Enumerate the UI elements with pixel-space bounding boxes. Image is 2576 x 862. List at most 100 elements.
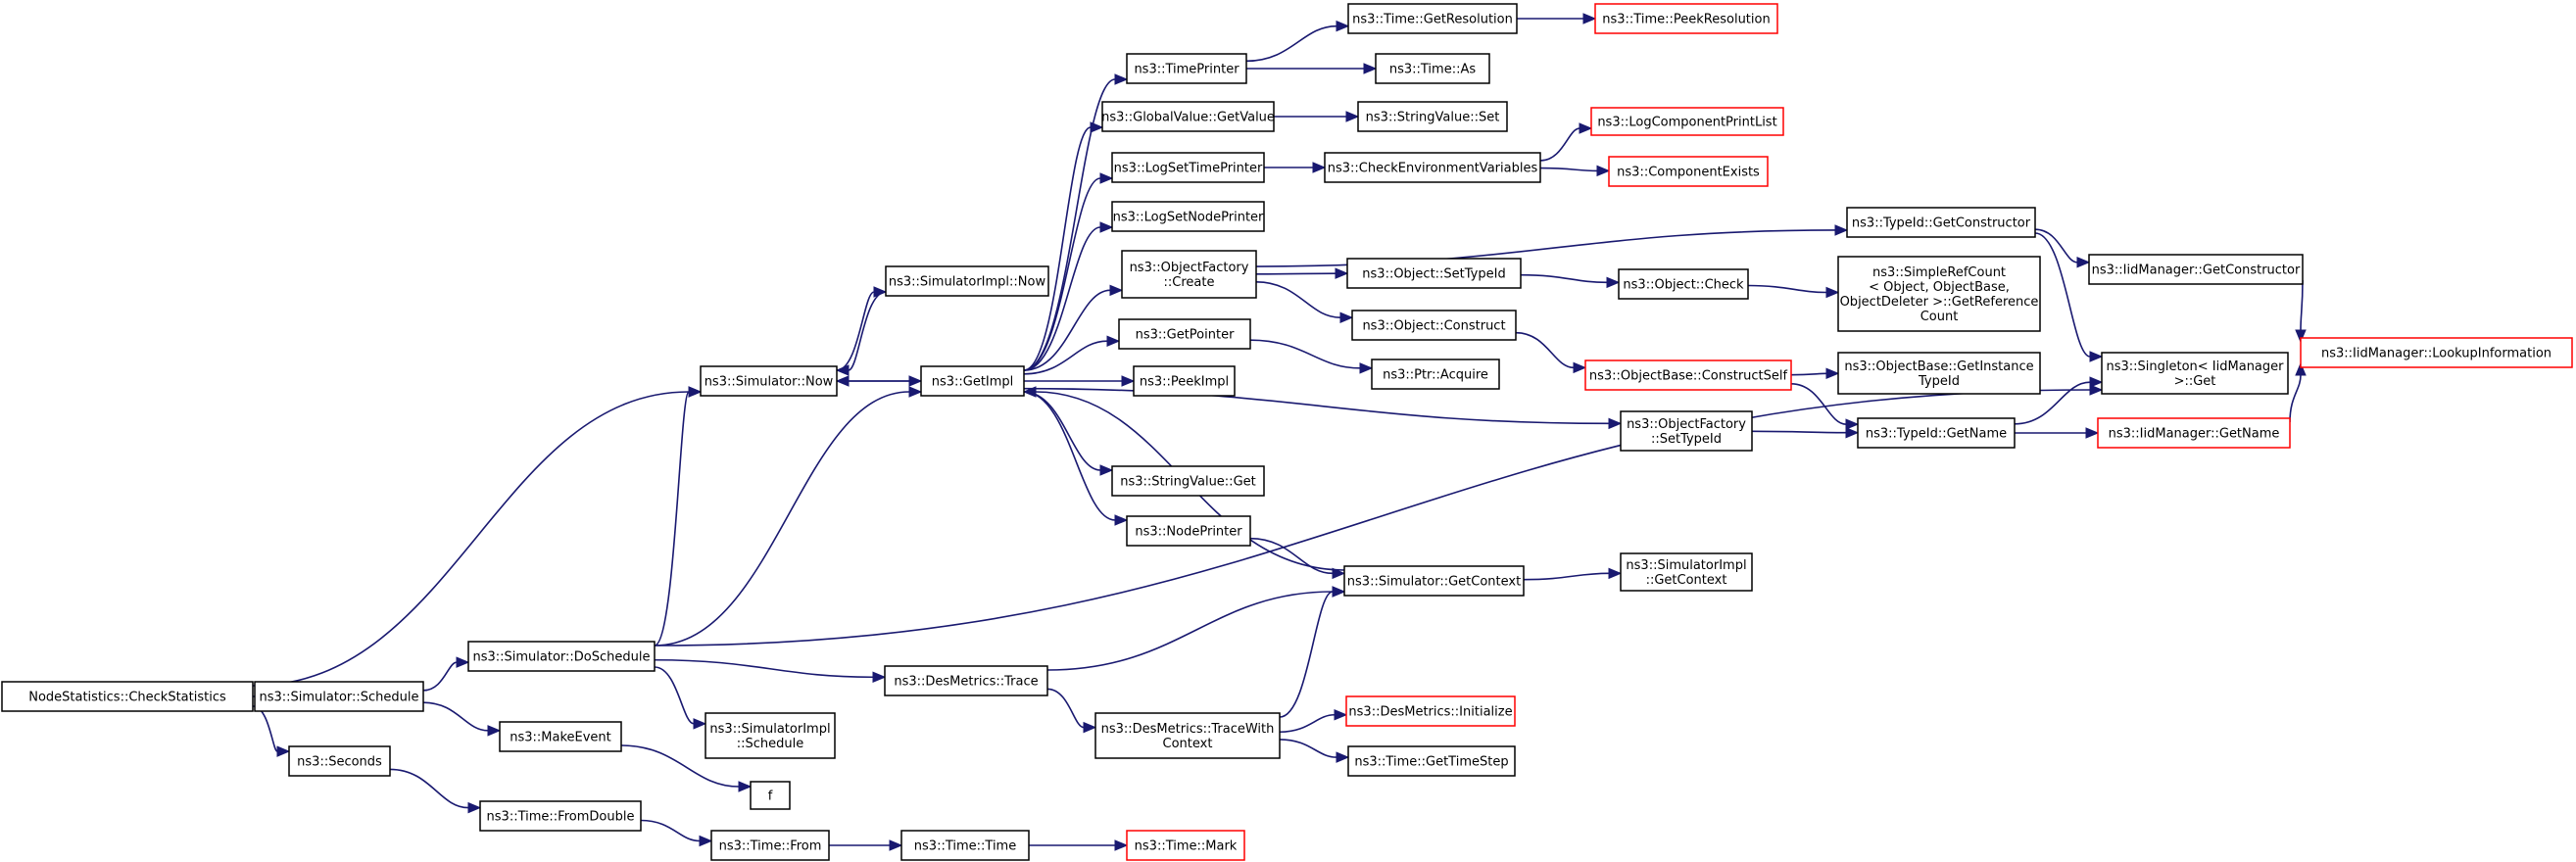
edge-doschedule-to-getimpl: [654, 391, 910, 646]
node-label: ns3::ObjectBase::GetInstance: [1844, 359, 2033, 374]
node-sim_getcontext[interactable]: ns3::Simulator::GetContext: [1343, 565, 1525, 597]
node-label: ns3::NodePrinter: [1135, 525, 1242, 540]
node-getpointer[interactable]: ns3::GetPointer: [1118, 318, 1251, 350]
node-iidmanager_getname[interactable]: ns3::IidManager::GetName: [2097, 417, 2291, 449]
node-getimpl[interactable]: ns3::GetImpl: [920, 365, 1025, 397]
node-simimpl_schedule[interactable]: ns3::SimulatorImpl::Schedule: [705, 712, 836, 759]
edge-fromdouble-to-time_from: [640, 819, 701, 842]
node-label: ns3::Object::SetTypeId: [1362, 267, 1505, 282]
node-iidmanager_getconstructor[interactable]: ns3::IidManager::GetConstructor: [2088, 254, 2304, 285]
node-box: [710, 830, 830, 861]
node-box: [1126, 53, 1247, 84]
node-label: NodeStatistics::CheckStatistics: [28, 691, 226, 705]
node-fromdouble[interactable]: ns3::Time::FromDouble: [479, 800, 642, 832]
edge-getimpl-to-of_settypeid: [1023, 387, 1610, 425]
node-logsettimeprinter[interactable]: ns3::LogSetTimePrinter: [1111, 152, 1265, 183]
node-label: ns3::Object::Check: [1623, 278, 1744, 293]
edge-arrowhead: [1022, 386, 1037, 398]
node-box: [885, 265, 1049, 297]
node-time_time[interactable]: ns3::Time::Time: [900, 830, 1030, 861]
node-logsetnodeprinter[interactable]: ns3::LogSetNodePrinter: [1111, 201, 1265, 232]
edge-arrowhead: [889, 839, 903, 851]
node-time_getresolution[interactable]: ns3::Time::GetResolution: [1347, 3, 1518, 34]
node-iidmanager_lookupinformation[interactable]: ns3::IidManager::LookupInformation: [2300, 337, 2573, 368]
node-peekimpl[interactable]: ns3::PeekImpl: [1133, 365, 1236, 397]
edge-arrowhead: [1336, 751, 1350, 763]
node-box: [1126, 830, 1245, 861]
edge-schedule-to-makeevent: [422, 701, 489, 732]
node-object_check[interactable]: ns3::Object::Check: [1618, 268, 1749, 300]
edge-arrowhead: [1099, 221, 1114, 233]
node-makeevent[interactable]: ns3::MakeEvent: [499, 721, 622, 752]
node-componentexists[interactable]: ns3::ComponentExists: [1608, 156, 1769, 187]
edge-arrowhead: [1332, 567, 1346, 580]
node-label: TypeId: [1918, 374, 1960, 389]
node-label: ns3::GlobalValue::GetValue: [1101, 111, 1275, 125]
node-box: [2300, 337, 2573, 368]
node-stringvalue_get[interactable]: ns3::StringValue::Get: [1111, 465, 1265, 497]
node-singleton_get[interactable]: ns3::Singleton< IidManager>::Get: [2101, 352, 2289, 395]
node-timeprinter[interactable]: ns3::TimePrinter: [1126, 53, 1247, 84]
node-stringvalue_set[interactable]: ns3::StringValue::Set: [1357, 101, 1508, 132]
edge-arrowhead: [1334, 709, 1348, 721]
edge-arrowhead: [1834, 224, 1849, 236]
node-seconds[interactable]: ns3::Seconds: [288, 745, 391, 777]
node-object_settypeid[interactable]: ns3::Object::SetTypeId: [1346, 258, 1522, 289]
node-typeid_getconstructor[interactable]: ns3::TypeId::GetConstructor: [1846, 207, 2036, 238]
node-label: >::Get: [2174, 374, 2216, 389]
edge-of_create-to-typeid_getconstructor: [1255, 229, 1836, 267]
node-box: [700, 365, 838, 397]
node-schedule[interactable]: ns3::Simulator::Schedule: [254, 681, 424, 712]
edge-arrowhead: [835, 375, 850, 387]
node-label: ns3::Time::GetResolution: [1352, 13, 1513, 27]
edge-arrowhead: [2076, 257, 2091, 268]
node-label: ns3::Time::Mark: [1135, 839, 1238, 854]
node-of_create[interactable]: ns3::ObjectFactory::Create: [1121, 250, 1257, 299]
node-desmetrics_trace[interactable]: ns3::DesMetrics::Trace: [884, 665, 1048, 696]
node-of_settypeid[interactable]: ns3::ObjectFactory::SetTypeId: [1620, 410, 1753, 452]
node-simimpl_now[interactable]: ns3::SimulatorImpl::Now: [885, 265, 1049, 297]
node-simimpl_getcontext[interactable]: ns3::SimulatorImpl::GetContext: [1620, 552, 1753, 592]
edge-doschedule-to-sim_now: [654, 391, 690, 646]
edge-arrowhead: [1106, 335, 1121, 347]
edge-arrowhead: [1825, 286, 1840, 299]
node-box: [1584, 359, 1792, 391]
node-time_mark[interactable]: ns3::Time::Mark: [1126, 830, 1245, 861]
node-logcomponentprintlist[interactable]: ns3::LogComponentPrintList: [1590, 107, 1784, 136]
edge-arrowhead: [699, 835, 713, 847]
edge-arrowhead: [1606, 276, 1621, 289]
node-box: [1351, 310, 1517, 341]
node-time_as[interactable]: ns3::Time::As: [1375, 53, 1490, 84]
node-simplerefcount[interactable]: ns3::SimpleRefCount< Object, ObjectBase,…: [1837, 256, 2041, 332]
node-label: ns3::StringValue::Get: [1120, 475, 1255, 490]
node-objectbase_constructself[interactable]: ns3::ObjectBase::ConstructSelf: [1584, 359, 1792, 391]
node-f[interactable]: f: [750, 781, 791, 810]
node-box: [1618, 268, 1749, 300]
node-object_construct[interactable]: ns3::Object::Construct: [1351, 310, 1517, 341]
edge-arrowhead: [1121, 375, 1136, 387]
edge-of_create-to-object_construct: [1255, 281, 1341, 318]
node-sim_now[interactable]: ns3::Simulator::Now: [700, 365, 838, 397]
node-time_from[interactable]: ns3::Time::From: [710, 830, 830, 861]
node-label: ns3::ObjectFactory: [1130, 261, 1249, 275]
node-typeid_getname[interactable]: ns3::TypeId::GetName: [1857, 417, 2016, 449]
node-label: ns3::SimpleRefCount: [1872, 265, 2006, 280]
node-time_peekresolution[interactable]: ns3::Time::PeekResolution: [1594, 3, 1778, 34]
node-nodeprinter[interactable]: ns3::NodePrinter: [1126, 515, 1251, 547]
edge-arrowhead: [1608, 417, 1623, 430]
edge-arrowhead: [1608, 567, 1623, 580]
node-checkenv[interactable]: ns3::CheckEnvironmentVariables: [1324, 152, 1541, 183]
edge-of_create-to-object_settypeid: [1255, 272, 1337, 275]
edge-arrowhead: [835, 364, 850, 376]
node-box: [1343, 565, 1525, 597]
node-doschedule[interactable]: ns3::Simulator::DoSchedule: [467, 641, 656, 672]
node-time_gettimestep[interactable]: ns3::Time::GetTimeStep: [1347, 745, 1516, 777]
node-desmetrics_init[interactable]: ns3::DesMetrics::Initialize: [1345, 695, 1516, 727]
node-gv_getvalue[interactable]: ns3::GlobalValue::GetValue: [1101, 101, 1275, 132]
edge-arrowhead: [1335, 267, 1349, 279]
node-ptr_acquire[interactable]: ns3::Ptr::Acquire: [1371, 359, 1500, 390]
